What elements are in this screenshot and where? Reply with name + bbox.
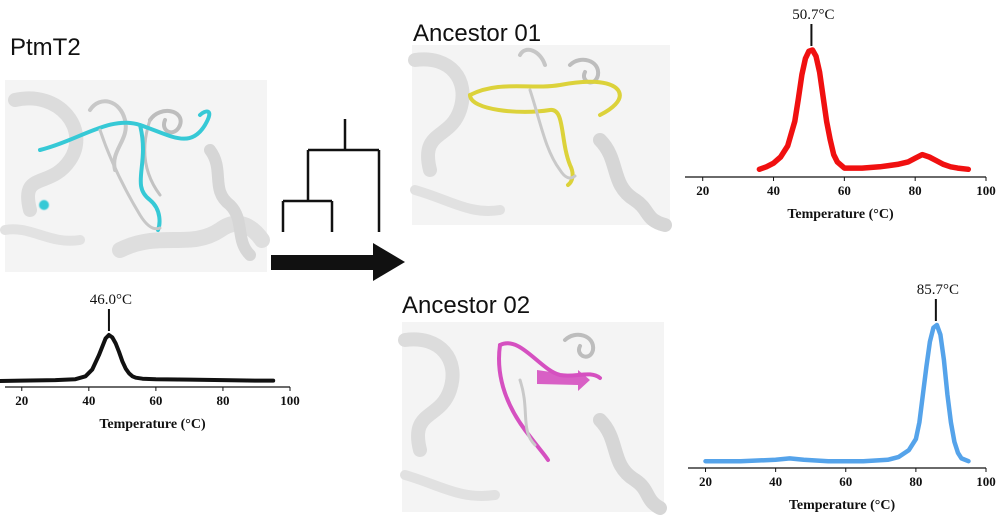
x-tick-label: 20 (699, 474, 712, 489)
peak-temperature-label: 85.7°C (917, 282, 959, 298)
melting-curve-line (703, 322, 971, 464)
peak-temperature-label: 46.0°C (90, 292, 132, 308)
protein-structure-ancestor02 (398, 322, 667, 515)
x-axis-title: Temperature (°C) (99, 417, 206, 432)
protein-structure-ancestor01 (408, 45, 672, 232)
x-tick-label: 80 (909, 183, 922, 198)
peak-temperature-label: 50.7°C (792, 7, 834, 23)
melting-curve-line (756, 47, 972, 173)
x-axis-title: Temperature (°C) (787, 207, 894, 222)
x-tick-label: 100 (280, 393, 300, 408)
label-ancestor01: Ancestor 01 (413, 20, 541, 47)
x-tick-label: 60 (839, 474, 852, 489)
melting-curve-line (0, 333, 276, 384)
label-ptmt2: PtmT2 (10, 34, 81, 61)
x-tick-label: 20 (15, 393, 28, 408)
protein-structure-ptmt2 (0, 80, 270, 272)
x-axis-title: Temperature (°C) (789, 498, 896, 513)
x-tick-label: 40 (767, 183, 780, 198)
x-tick-label: 40 (82, 393, 95, 408)
x-tick-label: 60 (149, 393, 162, 408)
arrow-right-icon (271, 243, 405, 281)
x-tick-label: 80 (216, 393, 229, 408)
label-ancestor02: Ancestor 02 (402, 292, 530, 319)
x-tick-label: 100 (976, 474, 996, 489)
x-tick-label: 40 (769, 474, 782, 489)
x-tick-label: 20 (696, 183, 709, 198)
x-tick-label: 80 (909, 474, 922, 489)
phylogenetic-tree-icon (281, 119, 381, 232)
x-tick-label: 60 (838, 183, 851, 198)
x-tick-label: 100 (976, 183, 996, 198)
